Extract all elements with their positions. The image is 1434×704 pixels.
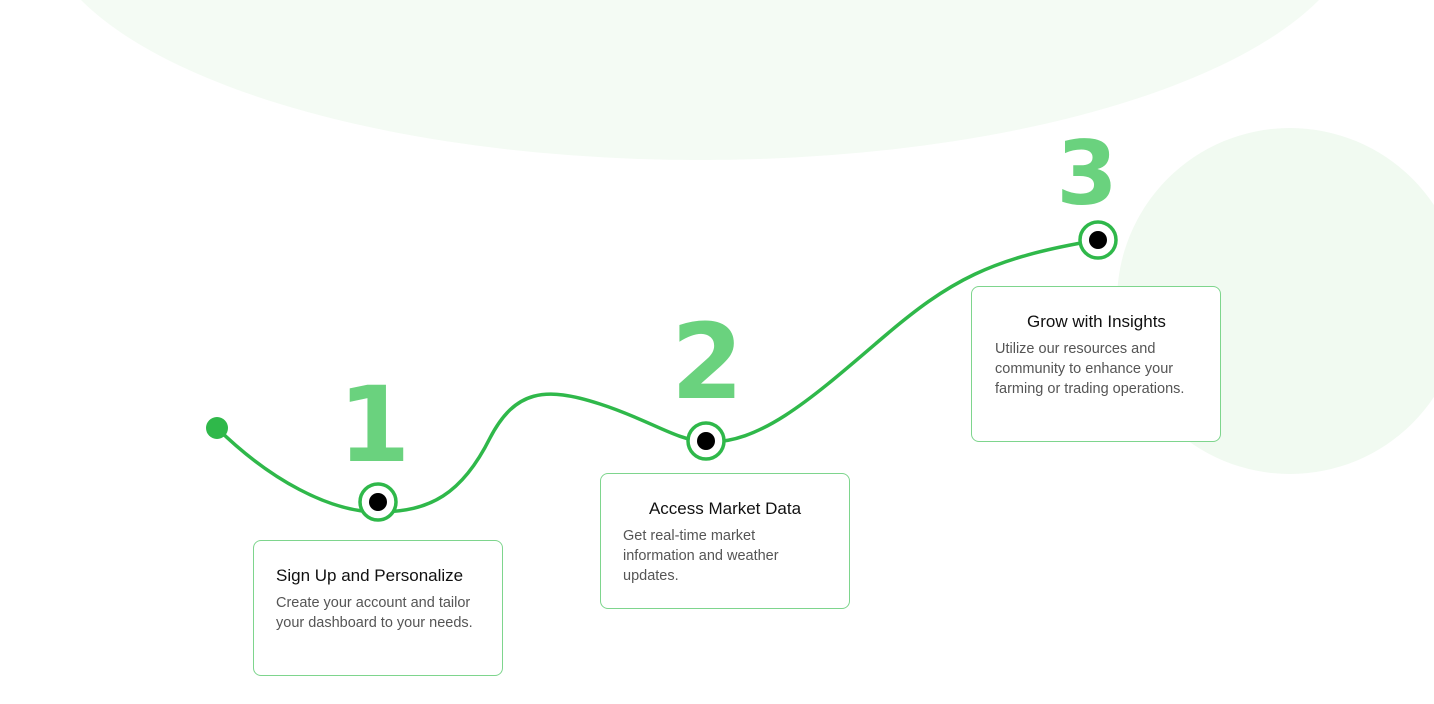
step-2-card: Access Market Data Get real-time market … bbox=[600, 473, 850, 609]
step-2-description: Get real-time market information and wea… bbox=[623, 528, 779, 584]
step-1-card: Sign Up and Personalize Create your acco… bbox=[253, 540, 503, 676]
step-3-number: 3 bbox=[1056, 122, 1118, 225]
step-3-description: Utilize our resources and community to e… bbox=[995, 341, 1185, 397]
step-3-title: Grow with Insights bbox=[1027, 312, 1166, 331]
step-1-description: Create your account and tailor your dash… bbox=[276, 595, 473, 631]
step-1-title: Sign Up and Personalize bbox=[276, 566, 464, 585]
path-start-dot-icon bbox=[206, 417, 228, 439]
step-3-marker-icon bbox=[1078, 220, 1118, 260]
step-1-number: 1 bbox=[338, 364, 411, 486]
step-2-title: Access Market Data bbox=[648, 499, 802, 518]
step-3-card: Grow with Insights Utilize our resources… bbox=[971, 286, 1221, 442]
step-1-marker-icon bbox=[358, 482, 398, 522]
step-2-marker-icon bbox=[686, 421, 726, 461]
step-2-number: 2 bbox=[671, 301, 744, 423]
